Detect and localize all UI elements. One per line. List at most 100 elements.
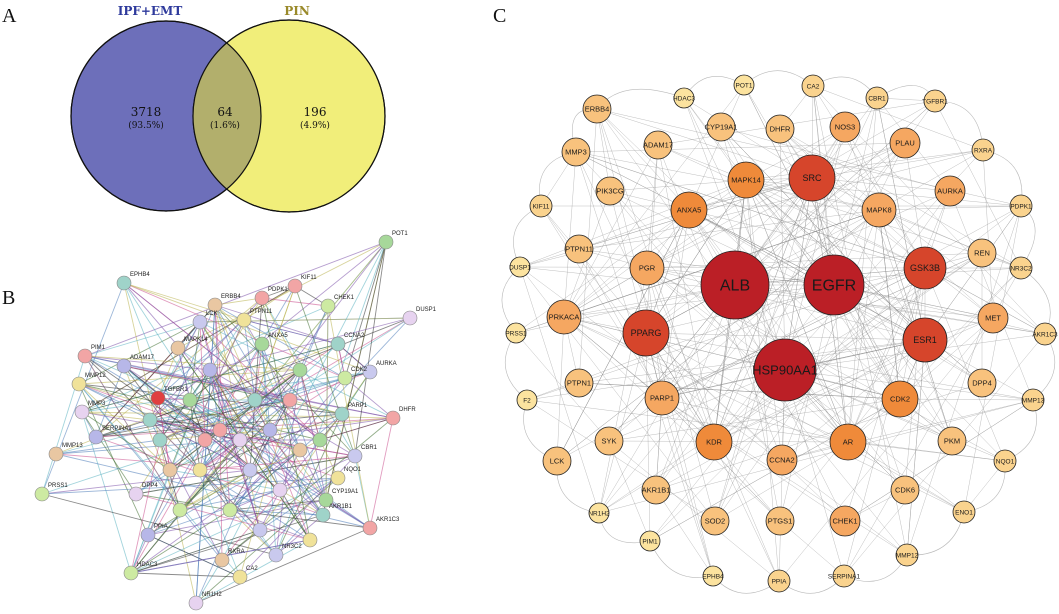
ppi-edge xyxy=(540,205,647,334)
string-edge xyxy=(81,411,151,421)
ppi-edge xyxy=(515,209,690,334)
string-node xyxy=(292,362,308,378)
panel-label-a: A xyxy=(2,5,17,27)
ppi-node-ccna2 xyxy=(766,444,798,476)
ppi-node-label: PARP1 xyxy=(650,394,674,403)
string-node-label: AKR1B1 xyxy=(329,504,353,510)
ppi-edge xyxy=(563,179,747,318)
ppi-edge xyxy=(598,267,648,514)
ppi-node-anxa5 xyxy=(670,191,708,229)
string-node xyxy=(192,462,208,478)
string-node-label: EPHB4 xyxy=(130,272,150,278)
ppi-node-label: F2 xyxy=(523,397,531,404)
ppi-edge xyxy=(844,126,953,442)
string-node-pot1 xyxy=(378,234,394,250)
ppi-edge xyxy=(688,84,745,211)
ppi-node-nr3c2 xyxy=(1009,256,1033,280)
string-edge xyxy=(179,241,387,511)
venn-overlap xyxy=(193,21,261,211)
ppi-node-label: PLAU xyxy=(895,139,915,148)
ppi-edge xyxy=(563,144,659,318)
ppi-node-mmp3 xyxy=(561,137,591,167)
ppi-node-hsp90aa1 xyxy=(753,338,817,402)
ppi-edge xyxy=(645,332,926,341)
ppi-edge xyxy=(556,205,1022,462)
ppi-node-cyp19a1 xyxy=(706,112,736,142)
string-edge xyxy=(179,429,271,511)
ppi-node-f2 xyxy=(516,389,538,411)
string-edge xyxy=(149,369,211,421)
string-node-akr1b1 xyxy=(315,507,331,523)
string-edge xyxy=(84,241,387,357)
string-edge xyxy=(214,297,263,306)
string-edge xyxy=(123,282,221,431)
string-edge xyxy=(55,439,161,455)
string-node-label: DUSP1 xyxy=(416,307,437,313)
string-edge xyxy=(135,493,231,511)
ppi-node-label: CDK2 xyxy=(890,395,910,404)
ppi-node-label: EPHB4 xyxy=(702,573,724,580)
string-node-cdk2 xyxy=(337,370,353,386)
string-edge xyxy=(195,305,329,604)
string-edge xyxy=(261,297,301,371)
string-edge xyxy=(199,369,301,471)
ppi-edge xyxy=(906,339,926,556)
string-node-label: PPIA xyxy=(154,524,168,530)
string-node-cbr1 xyxy=(347,448,363,464)
string-edge xyxy=(354,241,387,457)
string-node-label: POT1 xyxy=(392,231,408,237)
string-node xyxy=(252,522,268,538)
ppi-edge xyxy=(608,440,651,542)
string-edge xyxy=(81,411,241,441)
ppi-edge xyxy=(657,144,926,269)
string-node xyxy=(242,462,258,478)
ppi-node-pdpk1 xyxy=(1009,194,1033,218)
string-edge xyxy=(209,317,411,371)
ppi-node-label: PTPN11 xyxy=(565,245,593,254)
string-edge xyxy=(179,399,291,511)
string-node-label: CCNA2 xyxy=(344,333,365,339)
string-edge xyxy=(195,527,371,604)
ppi-edge xyxy=(596,108,813,179)
ppi-edge xyxy=(924,267,1046,335)
ppi-edge xyxy=(847,190,951,443)
string-node-label: RXRA xyxy=(228,549,245,555)
string-edge xyxy=(221,241,387,561)
string-edge xyxy=(157,397,301,451)
ppi-edge xyxy=(661,397,781,522)
ppi-edge xyxy=(906,205,1022,556)
ppi-edge xyxy=(683,97,901,400)
string-node-mmp3 xyxy=(74,404,90,420)
ppi-edge xyxy=(609,190,663,399)
ppi-node-egfr xyxy=(803,254,865,316)
venn-left-count: 3718 xyxy=(131,105,162,119)
string-edge xyxy=(195,539,311,604)
ppi-node-label: PGR xyxy=(639,264,656,273)
ppi-node-eno1 xyxy=(952,500,976,524)
ppi-node-label: PPIA xyxy=(772,578,787,585)
ppi-node-label: DHFR xyxy=(770,125,791,134)
string-node-chek1 xyxy=(320,298,336,314)
ppi-edge xyxy=(878,149,984,211)
ppi-edge xyxy=(563,316,849,443)
string-edge xyxy=(78,383,301,451)
ppi-node-label: CDK6 xyxy=(895,486,915,495)
ppi-node-tgfbr1 xyxy=(923,89,947,113)
string-node-hdac3 xyxy=(123,565,139,581)
string-node xyxy=(247,392,263,408)
string-edge xyxy=(81,285,296,413)
venn-title-right: PIN xyxy=(284,4,310,18)
string-node-akr1c3 xyxy=(362,520,378,536)
ppi-node-parp1 xyxy=(644,380,680,416)
string-edge xyxy=(130,469,171,574)
ppi-node-dhfr xyxy=(765,114,795,144)
string-edge xyxy=(157,397,281,491)
ppi-edge xyxy=(878,205,1022,211)
ppi-edge xyxy=(745,179,849,443)
ppi-edge xyxy=(876,97,926,341)
string-node-pim1 xyxy=(77,348,93,364)
ppi-edge xyxy=(526,399,1006,462)
ppi-node-label: MMP13 xyxy=(1022,397,1045,404)
ppi-edge xyxy=(515,332,610,442)
ppi-node-prkaca xyxy=(546,299,582,335)
